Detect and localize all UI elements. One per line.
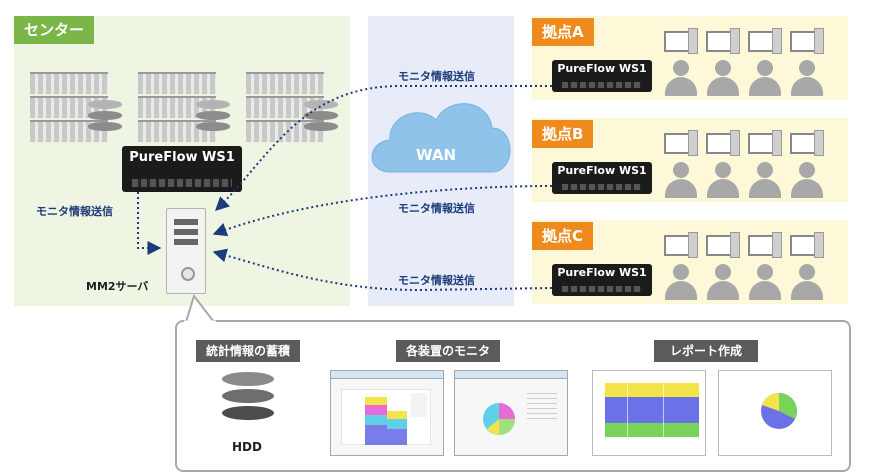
server-rack — [30, 72, 108, 94]
drive-bay — [174, 239, 198, 245]
mm2-server-icon — [166, 208, 206, 294]
arrow-center — [137, 192, 162, 255]
appliance-ports — [132, 179, 232, 187]
pc-icon — [790, 232, 824, 258]
storage-icon — [88, 100, 122, 133]
report-bar-chart — [592, 370, 706, 456]
callout-pointer — [184, 294, 216, 324]
pc-icon — [706, 130, 740, 156]
appliance-name: PureFlow WS1 — [557, 164, 647, 177]
user-icon — [664, 162, 698, 198]
monitor-pie-chart — [483, 403, 515, 435]
report-pie-chart — [718, 370, 832, 456]
pc-icon — [790, 28, 824, 54]
user-icon — [706, 264, 740, 300]
user-icon — [790, 162, 824, 198]
server-rack — [138, 72, 216, 94]
wan-monitor-label-a: モニタ情報送信 — [398, 70, 475, 83]
pc-icon — [664, 28, 698, 54]
appliance-name: PureFlow WS1 — [557, 266, 647, 279]
center-label: センター — [14, 16, 95, 44]
report-pie — [761, 392, 797, 429]
server-label: MM2サーバ — [86, 280, 149, 293]
site-a-label: 拠点A — [532, 18, 594, 46]
user-icon — [664, 60, 698, 96]
monitor-header: 各装置のモニタ — [396, 340, 500, 362]
user-icon — [664, 264, 698, 300]
appliance-ports — [562, 286, 642, 292]
pc-icon — [748, 232, 782, 258]
pc-icon — [664, 232, 698, 258]
user-icon — [790, 60, 824, 96]
user-icon — [706, 162, 740, 198]
center-appliance: PureFlow WS1 — [122, 146, 242, 192]
monitor-screenshot-pie — [454, 370, 568, 456]
window-titlebar — [455, 371, 567, 379]
arrow-site-c — [212, 248, 553, 292]
cloud-icon — [371, 103, 511, 173]
pc-icon — [748, 130, 782, 156]
storage-icon — [196, 100, 230, 133]
pc-icon — [706, 232, 740, 258]
drive-bay — [174, 219, 198, 225]
user-icon — [748, 162, 782, 198]
storage-icon — [304, 100, 338, 133]
site-c-label: 拠点C — [532, 222, 594, 250]
hdd-label: HDD — [232, 440, 262, 454]
center-monitor-label: モニタ情報送信 — [36, 205, 113, 218]
appliance-name: PureFlow WS1 — [557, 62, 647, 75]
wan-monitor-label-b: モニタ情報送信 — [398, 202, 475, 215]
storage-header: 統計情報の蓄積 — [196, 340, 300, 362]
server-rack — [246, 72, 324, 94]
drive-bay — [174, 229, 198, 235]
site-b-appliance: PureFlow WS1 — [552, 162, 652, 194]
appliance-name: PureFlow WS1 — [129, 150, 235, 165]
monitor-legend — [527, 393, 557, 423]
appliance-ports — [562, 184, 642, 190]
wan-label: WAN — [416, 146, 457, 164]
site-b-label: 拠点B — [532, 120, 594, 148]
report-header: レポート作成 — [654, 340, 758, 362]
pc-icon — [748, 28, 782, 54]
hdd-icon — [222, 372, 274, 420]
power-button-icon — [181, 267, 195, 281]
pc-icon — [790, 130, 824, 156]
pc-icon — [664, 130, 698, 156]
window-titlebar — [331, 371, 443, 379]
pc-icon — [706, 28, 740, 54]
user-icon — [790, 264, 824, 300]
user-icon — [706, 60, 740, 96]
site-c-appliance: PureFlow WS1 — [552, 264, 652, 296]
user-icon — [748, 264, 782, 300]
user-icon — [748, 60, 782, 96]
monitor-screenshot-graph — [330, 370, 444, 456]
arrow-site-a — [214, 85, 552, 211]
site-a-appliance: PureFlow WS1 — [552, 60, 652, 92]
arrow-site-b — [212, 185, 553, 237]
appliance-ports — [562, 82, 642, 88]
stacked-area-report — [605, 383, 699, 437]
wan-monitor-label-c: モニタ情報送信 — [398, 274, 475, 287]
traffic-area-graph — [341, 389, 431, 445]
